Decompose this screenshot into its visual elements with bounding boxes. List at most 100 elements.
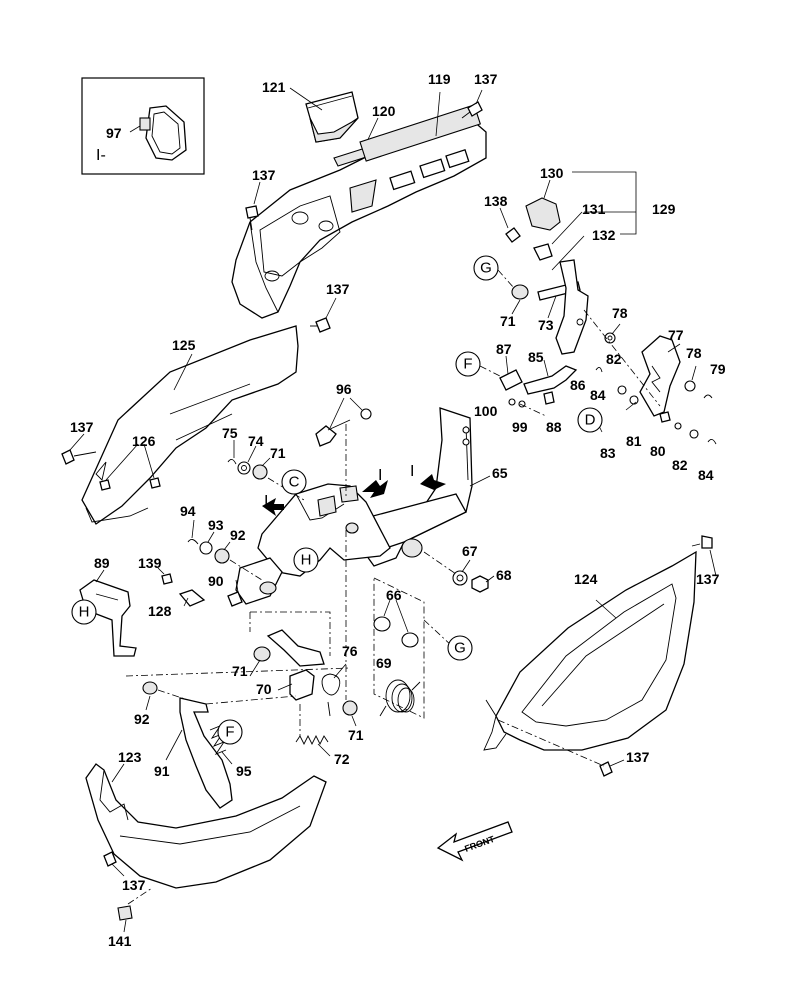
ref-mark-I-1: I (264, 493, 268, 510)
part-label: 83 (600, 445, 616, 461)
upper-console-119 (231, 91, 487, 319)
ref-circle-D: D (577, 407, 603, 433)
svg-text:H: H (79, 604, 90, 621)
spring-69 (379, 679, 421, 717)
part-label: 137 (122, 877, 146, 893)
part-label: 66 (386, 587, 402, 603)
part-label: 121 (262, 79, 286, 95)
plate-77 (639, 335, 681, 417)
svg-text:H: H (301, 552, 312, 569)
part-label: 94 (180, 503, 196, 519)
part-label: 89 (94, 555, 110, 571)
part-label: 123 (118, 749, 142, 765)
lower-cover-123 (85, 763, 327, 889)
part-label: 141 (108, 933, 132, 949)
ref-mark-I-3: I (410, 463, 414, 480)
part-label: 92 (230, 527, 246, 543)
part-label: 78 (612, 305, 628, 321)
part-label: 132 (592, 227, 616, 243)
part-label: 137 (474, 71, 498, 87)
part-label: 124 (574, 571, 598, 587)
front-arrow: FRONT (436, 821, 513, 862)
svg-text:C: C (289, 474, 300, 491)
pedal-support (257, 483, 391, 577)
part-label: 82 (606, 351, 622, 367)
part-label: 100 (474, 403, 498, 419)
part-label: 137 (252, 167, 276, 183)
part-label: 79 (710, 361, 726, 377)
part-label: 72 (334, 751, 350, 767)
svg-text:G: G (480, 260, 492, 277)
part-label: 97 (106, 125, 122, 141)
part-label: 128 (148, 603, 172, 619)
part-label: 87 (496, 341, 512, 357)
hardware-75-74-71 (227, 440, 271, 480)
part-labels: 121 119 137 120 97 I- 137 137 125 137 12… (70, 71, 726, 949)
bracket-131 (533, 211, 583, 261)
spring-76 (321, 663, 347, 717)
part-label: 139 (138, 555, 162, 571)
clip-128 (178, 589, 206, 607)
ref-circle-H-left: H (71, 599, 97, 625)
direction-markers (262, 474, 446, 516)
ref-circle-C: C (281, 469, 307, 495)
part-label: 130 (540, 165, 564, 181)
part-label: 86 (570, 377, 586, 393)
part-label: 137 (626, 749, 650, 765)
part-label: 91 (154, 763, 170, 779)
part-label: 68 (496, 567, 512, 583)
part-label: 85 (528, 349, 544, 365)
washer-78b (684, 365, 697, 392)
part-label: 71 (232, 663, 248, 679)
part-label: 92 (134, 711, 150, 727)
part-label: 81 (626, 433, 642, 449)
bushing-92-lower (142, 681, 158, 711)
pedal-91 (165, 697, 233, 809)
plate-87 (499, 355, 523, 391)
link-85 (523, 359, 578, 395)
bushing-71-lower (342, 700, 358, 727)
ref-circle-G-upper: G (473, 255, 515, 289)
lever-73 (537, 259, 589, 355)
svg-text:F: F (225, 724, 234, 741)
part-label: 84 (698, 467, 714, 483)
left-panel-125 (81, 325, 299, 525)
washer-78 (604, 323, 621, 344)
bolt-137-bottom-left (103, 851, 125, 877)
part-label: 137 (70, 419, 94, 435)
part-label: 120 (372, 103, 396, 119)
svg-text:G: G (454, 640, 466, 657)
part-label: 95 (236, 763, 252, 779)
bolt-138 (499, 207, 521, 243)
part-label: 93 (208, 517, 224, 533)
spring-72 (295, 734, 331, 757)
bolt-96 (315, 397, 372, 447)
hardware-94-93-92 (187, 519, 231, 564)
part-label: 131 (582, 201, 606, 217)
washer-67-nut-68 (452, 559, 495, 593)
ref-mark-I-2: I (378, 467, 382, 484)
part-label: 82 (672, 457, 688, 473)
bushings-66 (373, 599, 419, 648)
part-label: 126 (132, 433, 156, 449)
part-label: 67 (462, 543, 478, 559)
part-label: 80 (650, 443, 666, 459)
part-label: 78 (686, 345, 702, 361)
part-label: 71 (270, 445, 286, 461)
ref-circle-F-upper: F (455, 351, 501, 377)
bolt-137-top (461, 89, 483, 119)
bolt-137-right (691, 535, 717, 577)
pivot-shaft (227, 557, 283, 607)
part-label: 137 (326, 281, 350, 297)
part-label: I- (96, 147, 106, 164)
bolt-137-left (61, 433, 97, 465)
part-label: 70 (256, 681, 272, 697)
ref-circle-G-lower: G (447, 635, 473, 661)
cap-141 (117, 905, 133, 933)
part-label: 99 (512, 419, 528, 435)
part-label: 96 (336, 381, 352, 397)
part-label: 75 (222, 425, 238, 441)
ref-circle-H-center: H (293, 547, 319, 573)
screws-126 (99, 443, 161, 491)
